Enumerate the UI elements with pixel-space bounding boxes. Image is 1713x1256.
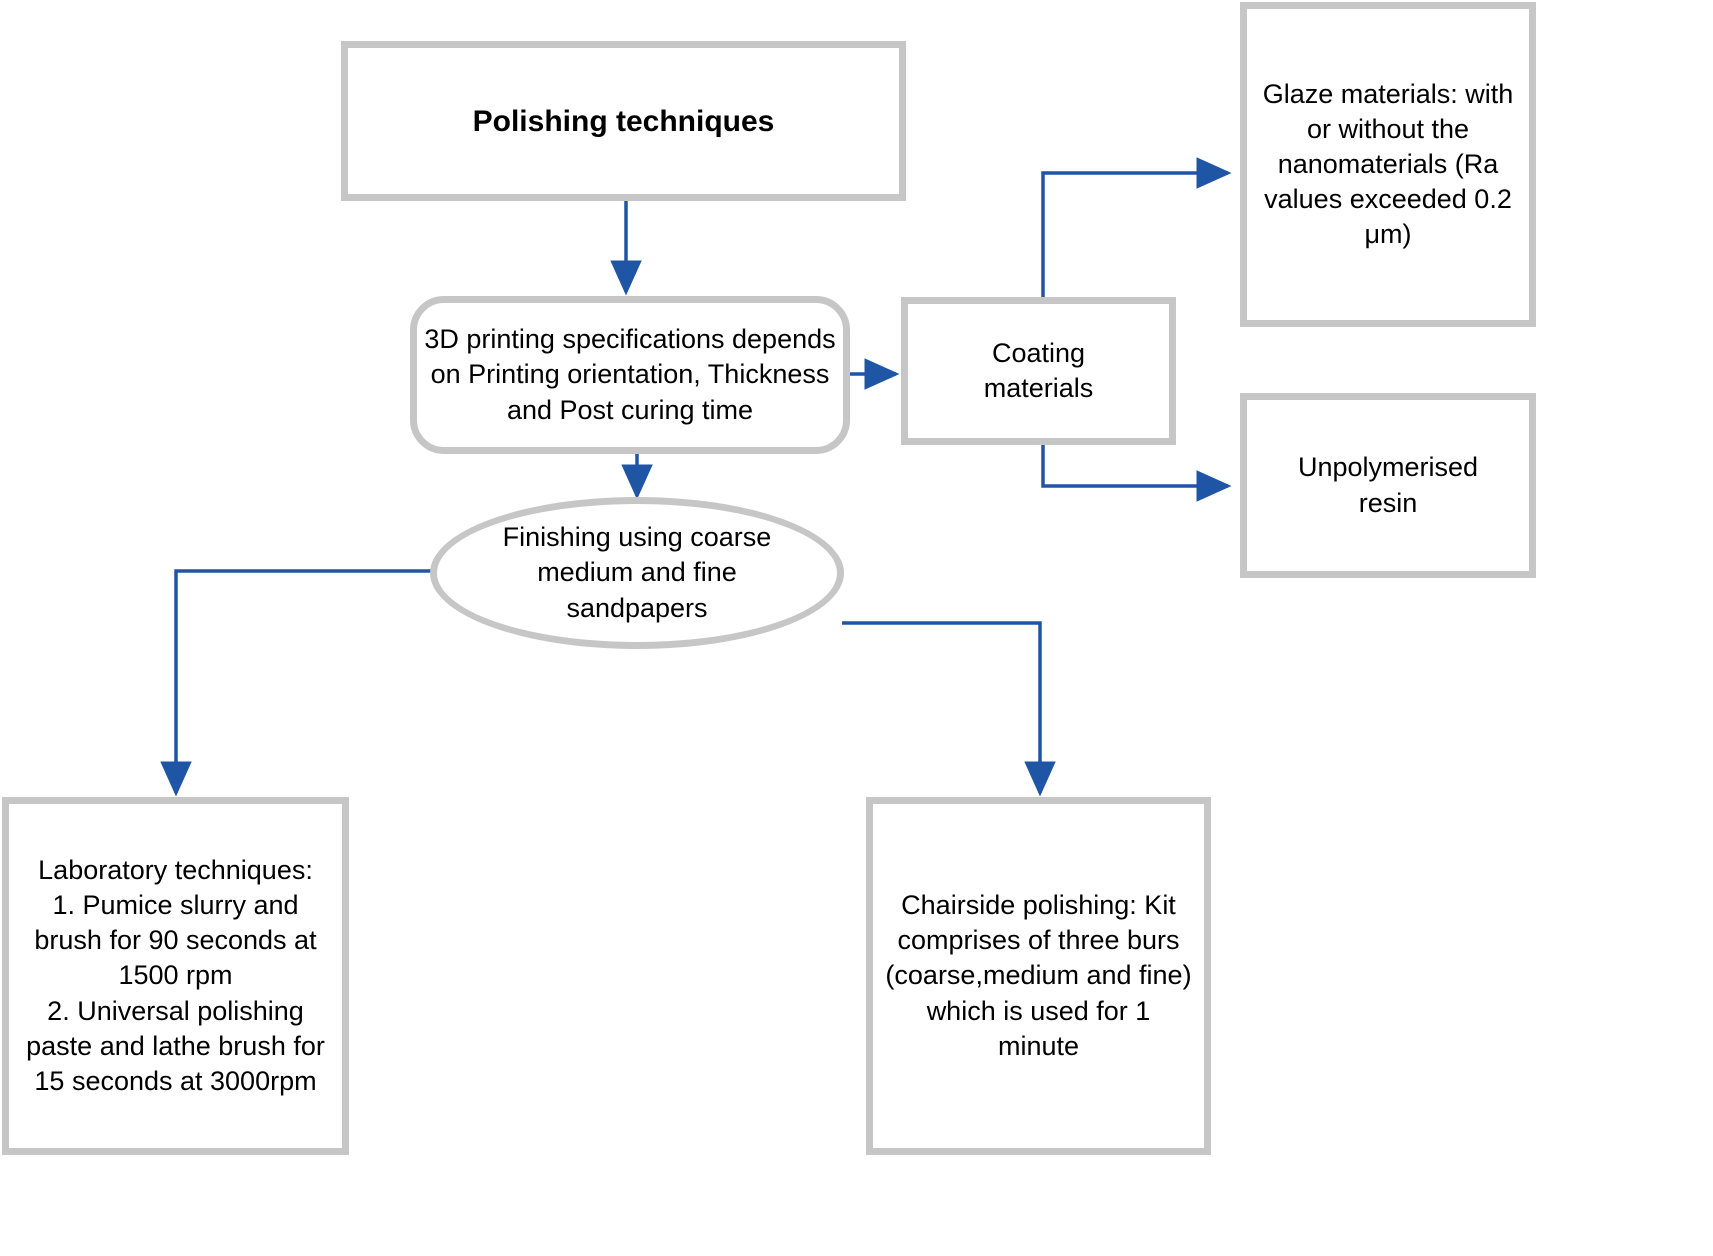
node-3d-printing-specifications[interactable]: 3D printing specifications depends on Pr… <box>410 296 850 454</box>
node-finishing-sandpapers-label: Finishing using coarse medium and fine s… <box>502 522 772 623</box>
node-finishing-sandpapers[interactable]: Finishing using coarse medium and fine s… <box>430 497 844 649</box>
node-unpolymerised-resin[interactable]: Unpolymerised resin <box>1240 393 1536 578</box>
node-coating-materials-label: Coating materials <box>983 337 1094 403</box>
edge-coating-to-glaze <box>1041 157 1232 297</box>
edge-finishing-to-chairside <box>842 621 1056 797</box>
node-chairside-polishing-label: Chairside polishing: Kit comprises of th… <box>885 890 1192 1061</box>
edge-finishing-to-lab <box>160 569 432 797</box>
node-polishing-techniques[interactable]: Polishing techniques <box>341 41 906 201</box>
node-glaze-materials[interactable]: Glaze materials: with or without the nan… <box>1240 2 1536 327</box>
node-3d-printing-specifications-label: 3D printing specifications depends on Pr… <box>424 324 836 425</box>
node-polishing-techniques-label: Polishing techniques <box>472 104 775 138</box>
node-unpolymerised-resin-label: Unpolymerised resin <box>1297 452 1479 518</box>
node-chairside-polishing[interactable]: Chairside polishing: Kit comprises of th… <box>866 797 1211 1155</box>
node-coating-materials[interactable]: Coating materials <box>901 297 1176 445</box>
edge-coating-to-resin <box>1041 444 1232 502</box>
node-laboratory-techniques-label: Laboratory techniques: 1. Pumice slurry … <box>26 855 325 1096</box>
node-glaze-materials-label: Glaze materials: with or without the nan… <box>1262 78 1514 250</box>
node-laboratory-techniques[interactable]: Laboratory techniques: 1. Pumice slurry … <box>2 797 349 1155</box>
